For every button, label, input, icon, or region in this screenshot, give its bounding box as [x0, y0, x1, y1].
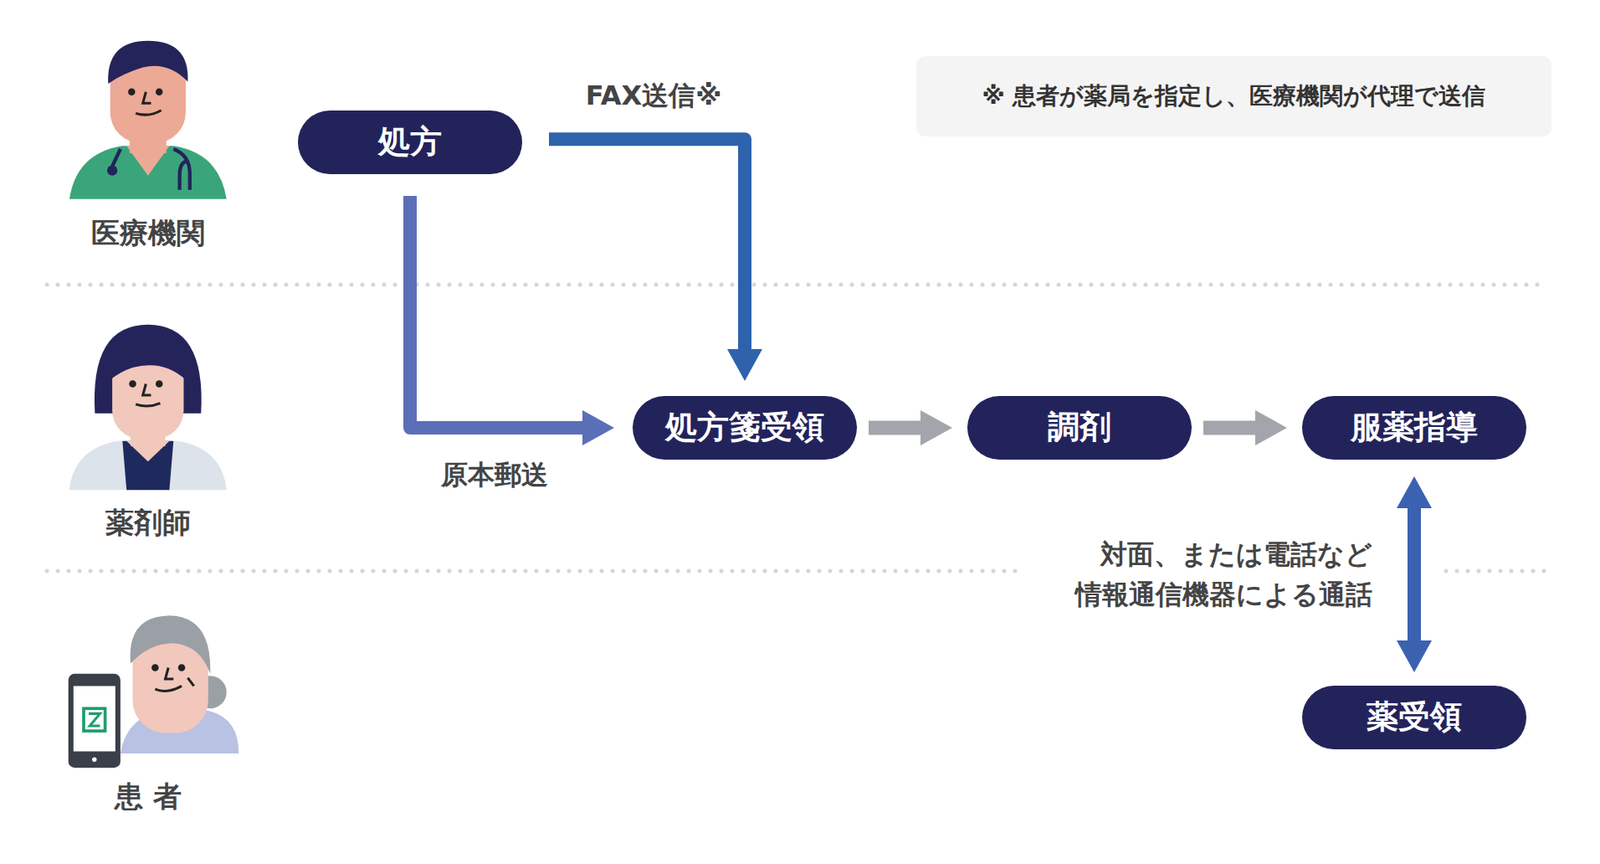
row-label: 薬剤師: [105, 503, 191, 541]
node-text: ※ 患者が薬局を指定し、医療機関が代理で送信: [982, 82, 1487, 111]
doctor-figure: [69, 41, 227, 200]
row-separators: [46, 284, 1549, 571]
flow-arrow: [868, 420, 921, 436]
process-pill: 処方箋受領: [632, 395, 857, 460]
flow-arrow: [410, 195, 583, 428]
node-text: 薬受領: [1366, 697, 1462, 737]
patient-figure: [68, 615, 240, 768]
pharmacist-figure: [69, 324, 227, 491]
process-pill: 調剤: [967, 395, 1192, 460]
row-label: 医療機関: [91, 214, 206, 252]
flow-arrow: [1407, 507, 1421, 641]
edge-label: 原本郵送: [435, 452, 554, 497]
node-text: 処方箋受領: [665, 408, 825, 447]
process-pill: 服薬指導: [1302, 395, 1527, 460]
edge-label: 対面、または電話など 情報通信機器による通話: [1070, 532, 1378, 616]
phone-icon: [68, 673, 121, 768]
dotted-separator: [1446, 569, 1549, 574]
process-pill: 処方: [297, 110, 523, 175]
node-text: 服薬指導: [1350, 408, 1478, 447]
edge-label: FAX送信※: [580, 73, 728, 118]
node-text: 調剤: [1047, 408, 1112, 447]
dotted-separator: [46, 282, 1549, 288]
row-label: 患 者: [114, 777, 182, 815]
note-box: ※ 患者が薬局を指定し、医療機関が代理で送信: [916, 56, 1552, 137]
process-pill: 薬受領: [1302, 685, 1527, 749]
node-text: 処方: [378, 123, 442, 162]
dotted-separator: [46, 569, 1023, 574]
flow-arrow: [548, 138, 745, 349]
flow-arrow: [1203, 420, 1256, 436]
